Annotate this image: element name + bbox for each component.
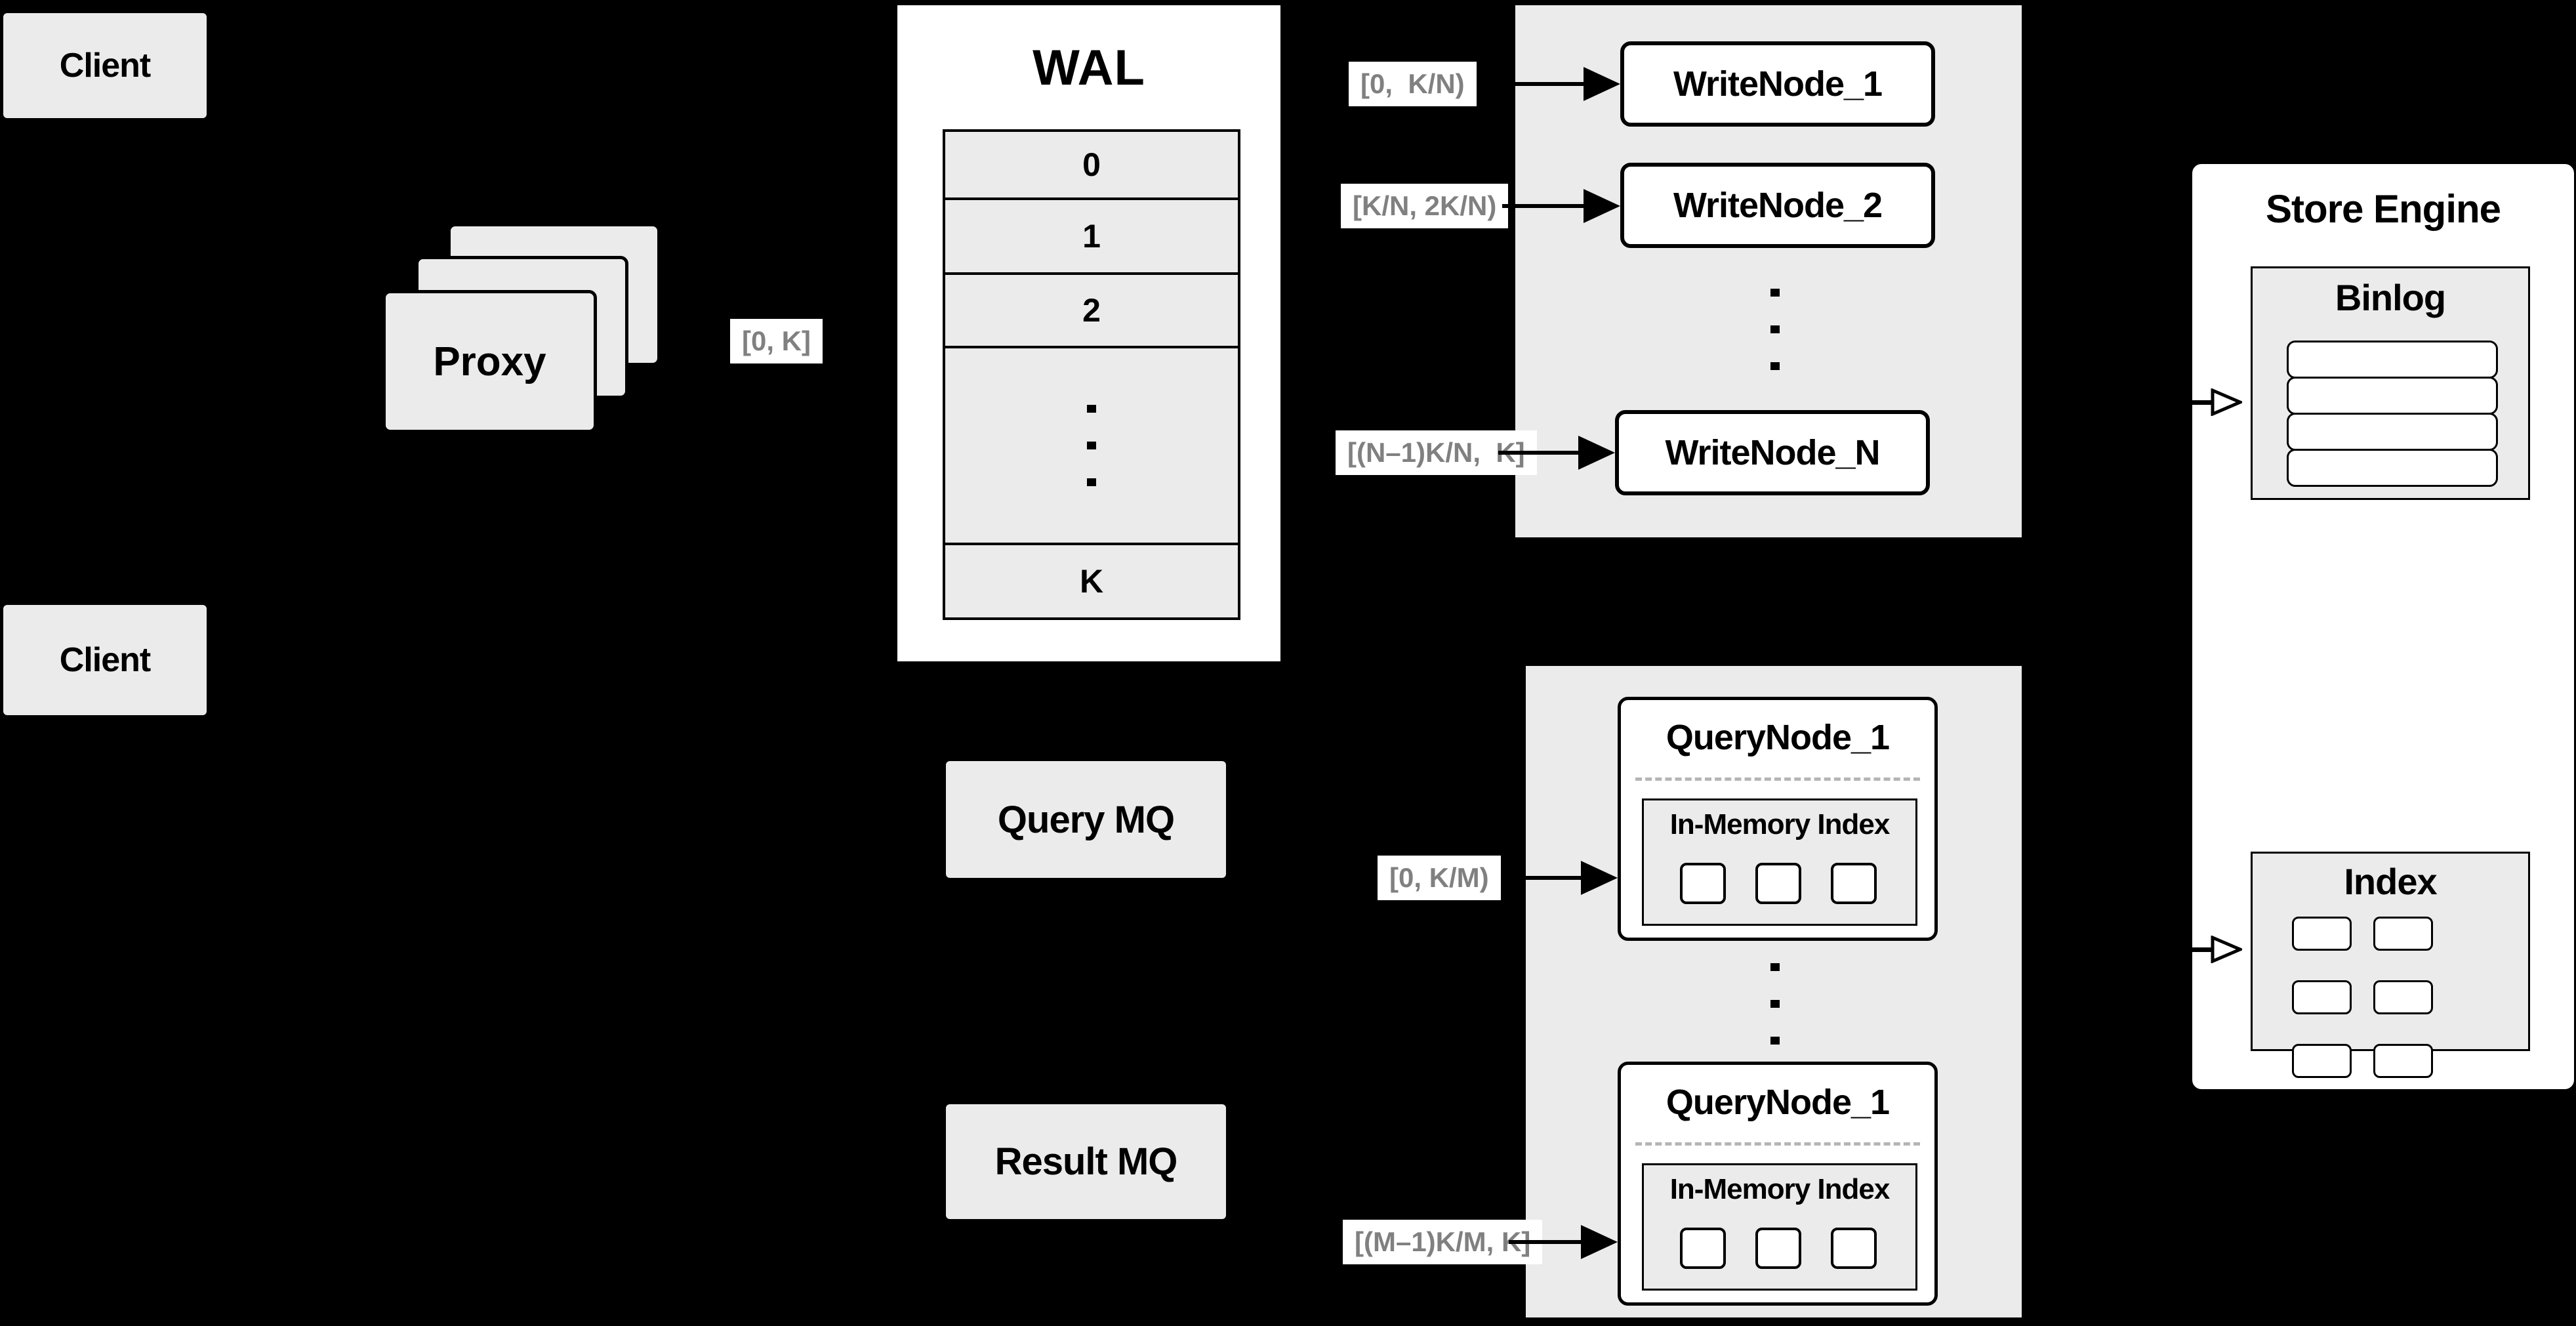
arrow-head-to-write-node-2 [1584, 189, 1620, 223]
memory-segment-cell [1755, 1228, 1801, 1269]
proxy-card-front: Proxy [382, 290, 597, 433]
write-node-vertical-ellipsis [1770, 289, 1780, 370]
client-top-box: Client [3, 13, 207, 118]
query-node-top-inmemory-title: In-Memory Index [1669, 808, 1891, 840]
store-engine-box: Store Engine Binlog Index [2190, 161, 2576, 1092]
wal-vertical-ellipsis [1087, 405, 1096, 486]
ellipsis-dot [1770, 362, 1780, 370]
ellipsis-dot [1770, 1037, 1780, 1045]
result-mq-box: Result MQ [946, 1104, 1226, 1219]
index-cell [2292, 917, 2352, 951]
write-node-n-label: WriteNode_N [1665, 433, 1880, 472]
proxy-label: Proxy [433, 339, 546, 384]
wal-row-0: 0 [945, 132, 1238, 197]
index-cell [2373, 1044, 2433, 1078]
ellipsis-dot [1087, 405, 1096, 413]
arrow-head-to-query-node-bottom [1581, 1225, 1618, 1259]
memory-segment-cell [1680, 863, 1726, 904]
index-cell [2373, 917, 2433, 951]
index-cell [2373, 980, 2433, 1014]
arrow-shaft-to-write-node-2 [1502, 204, 1585, 208]
arrow-head-to-query-node-top [1581, 861, 1618, 895]
memory-segment-cell [1680, 1228, 1726, 1269]
ellipsis-dot [1087, 442, 1096, 449]
query-node-bottom-inmemory-cells [1680, 1228, 1877, 1269]
wal-row-2: 2 [945, 272, 1238, 346]
binlog-row [2287, 449, 2498, 487]
binlog-row [2287, 377, 2498, 415]
ellipsis-dot [1770, 289, 1780, 297]
write-node-1-label: WriteNode_1 [1673, 64, 1883, 104]
arrow-shaft-to-index [2184, 947, 2213, 952]
index-cell [2292, 980, 2352, 1014]
range-label-write-node-2: [K/N, 2K/N) [1341, 184, 1509, 228]
wal-row-k: K [945, 543, 1238, 617]
binlog-row [2287, 341, 2498, 379]
write-node-1-box: WriteNode_1 [1620, 41, 1935, 127]
write-node-2-box: WriteNode_2 [1620, 163, 1935, 248]
arrow-shaft-to-write-node-n [1498, 451, 1580, 455]
index-cells [2292, 917, 2503, 1078]
wal-table: 0 1 2 K [943, 129, 1240, 620]
query-node-bottom-inmemory-title: In-Memory Index [1669, 1173, 1891, 1205]
query-node-bottom-inmemory-box: In-Memory Index [1642, 1163, 1917, 1291]
ellipsis-dot [1770, 1000, 1780, 1008]
query-node-bottom-divider [1635, 1142, 1920, 1146]
client-bottom-box: Client [3, 605, 207, 715]
result-mq-label: Result MQ [994, 1140, 1178, 1183]
arrow-shaft-to-binlog [2184, 400, 2213, 405]
query-node-top-title: QueryNode_1 [1666, 718, 1890, 757]
binlog-row [2287, 413, 2498, 451]
client-bottom-label: Client [59, 641, 151, 679]
ellipsis-dot [1087, 478, 1096, 486]
index-box: Index [2251, 852, 2530, 1078]
wal-row-1: 1 [945, 197, 1238, 272]
arrow-shaft-to-query-node-top [1509, 876, 1582, 880]
write-node-2-label: WriteNode_2 [1673, 186, 1883, 225]
query-mq-box: Query MQ [946, 761, 1226, 878]
range-label-query-node-1: [0, K/M) [1378, 856, 1501, 900]
index-title: Index [2344, 861, 2437, 902]
wal-title: WAL [1032, 40, 1145, 96]
query-node-top-inmemory-box: In-Memory Index [1642, 798, 1917, 926]
index-cell [2292, 1044, 2352, 1078]
wal-row-ellipsis [945, 346, 1238, 543]
range-label-write-node-1: [0, K/N) [1349, 62, 1477, 106]
arrow-head-to-write-node-n [1578, 436, 1615, 470]
client-top-label: Client [59, 47, 151, 85]
binlog-rows [2287, 341, 2498, 487]
arrow-head-to-binlog [2211, 388, 2242, 416]
arrow-shaft-to-write-node-1 [1502, 82, 1585, 86]
query-node-vertical-ellipsis [1770, 963, 1780, 1045]
memory-segment-cell [1831, 863, 1877, 904]
query-node-bottom-box: QueryNode_1 In-Memory Index [1618, 1062, 1938, 1306]
query-mq-label: Query MQ [997, 798, 1175, 841]
write-node-n-box: WriteNode_N [1615, 410, 1930, 495]
query-node-top-inmemory-cells [1680, 863, 1877, 904]
query-node-top-divider [1635, 777, 1920, 781]
query-node-top-box: QueryNode_1 In-Memory Index [1618, 697, 1938, 941]
memory-segment-cell [1831, 1228, 1877, 1269]
ellipsis-dot [1770, 325, 1780, 333]
ellipsis-dot [1770, 963, 1780, 971]
arrow-head-to-index [2211, 936, 2242, 963]
range-label-proxy-to-wal: [0, K] [730, 319, 823, 363]
wal-box: WAL 0 1 2 K [897, 5, 1280, 661]
query-node-bottom-title: QueryNode_1 [1666, 1083, 1890, 1122]
binlog-box: Binlog [2251, 266, 2530, 500]
store-engine-title: Store Engine [2265, 187, 2501, 231]
binlog-title: Binlog [2335, 277, 2446, 318]
arrow-head-to-write-node-1 [1584, 67, 1620, 101]
arrow-shaft-to-query-node-bottom [1509, 1240, 1582, 1244]
memory-segment-cell [1755, 863, 1801, 904]
